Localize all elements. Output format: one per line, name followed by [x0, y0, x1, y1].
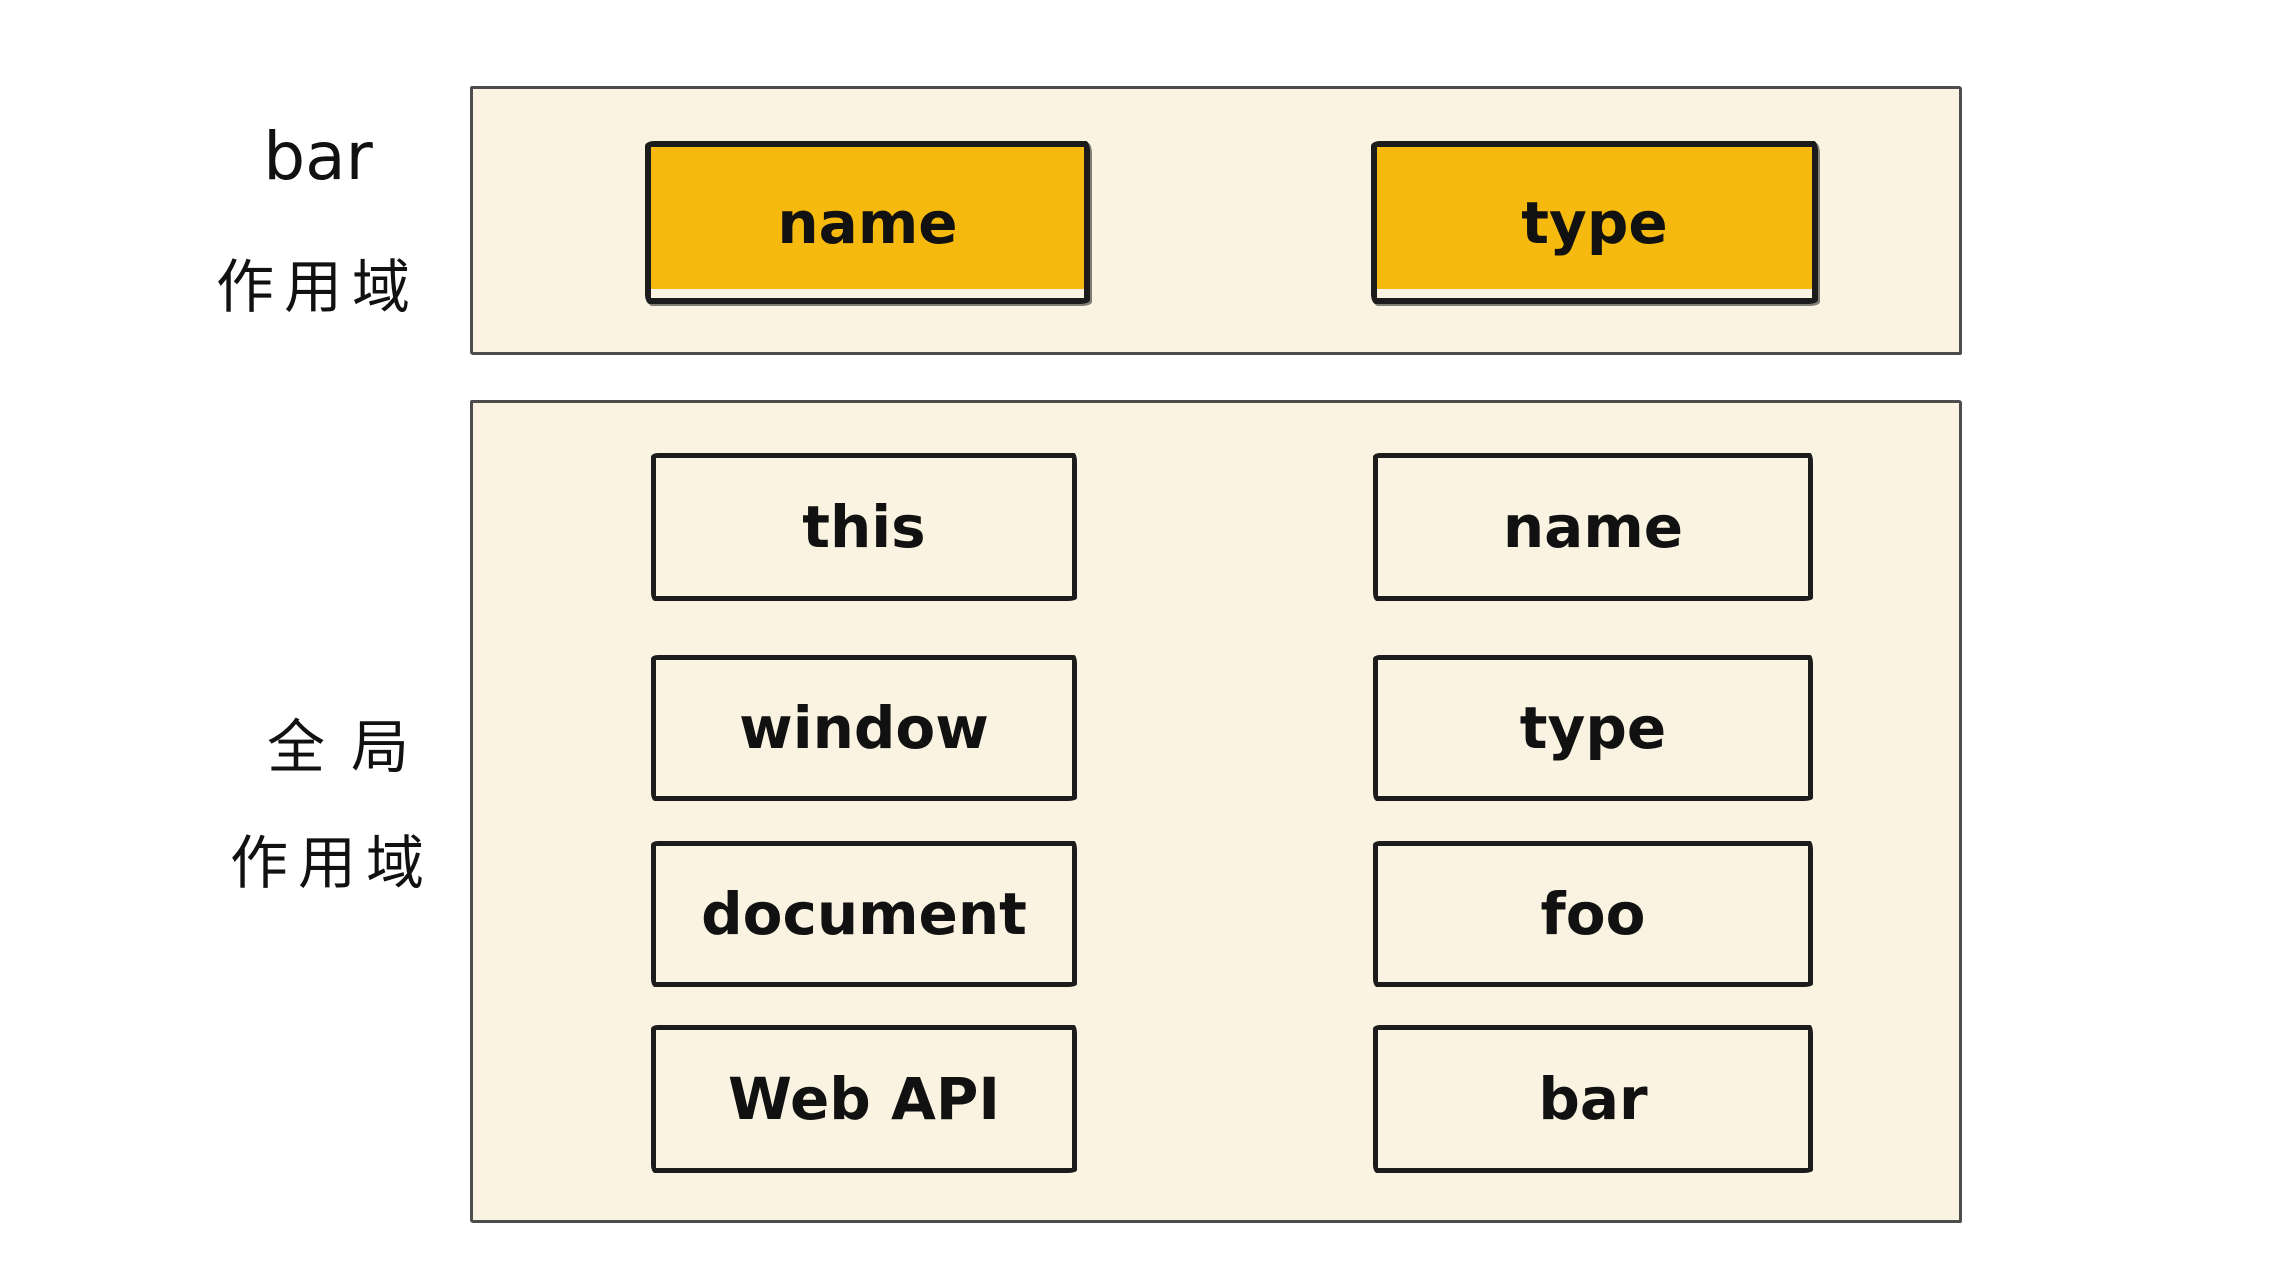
bar-scope-label-line2: 作用域 — [215, 253, 420, 321]
global-scope-label-line2: 作用域 — [229, 829, 434, 897]
bar-scope-var-name: name — [645, 141, 1090, 304]
bar-scope-panel: name type — [470, 86, 1962, 355]
global-scope-panel: this window document Web API name type f… — [470, 400, 1962, 1223]
global-scope-var-document: document — [651, 841, 1077, 987]
bar-scope-label-line1: bar — [263, 118, 373, 195]
global-scope-var-window: window — [651, 655, 1077, 801]
global-scope-var-this: this — [651, 453, 1077, 601]
global-scope-label-line1: 全局 — [266, 713, 435, 781]
global-scope-var-name: name — [1373, 453, 1813, 601]
bar-scope-var-type: type — [1371, 141, 1818, 304]
global-scope-var-foo: foo — [1373, 841, 1813, 987]
global-scope-var-bar: bar — [1373, 1025, 1813, 1173]
global-scope-var-type: type — [1373, 655, 1813, 801]
global-scope-var-web-api: Web API — [651, 1025, 1077, 1173]
